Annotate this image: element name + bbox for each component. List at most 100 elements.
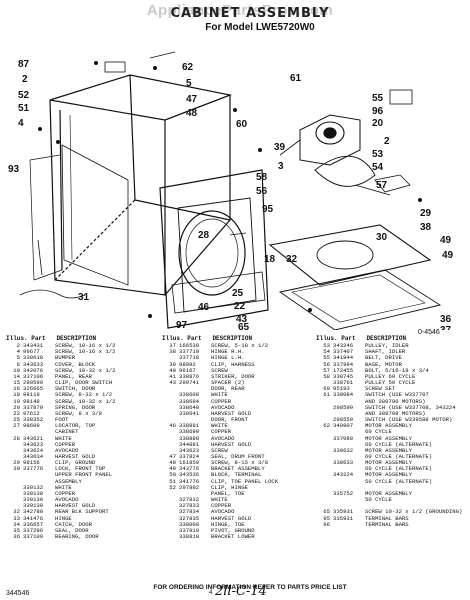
- part-description: PANEL, REAR: [55, 373, 92, 380]
- illus-number: 51: [169, 478, 176, 485]
- rear-panel: [61, 144, 129, 286]
- parts-row: 60 CYCLE (ALTERNATE): [316, 466, 466, 472]
- part-description: MOTOR ASSEMBLY: [365, 435, 412, 442]
- part-number: 337109: [23, 534, 44, 540]
- part-number: 298559: [333, 417, 354, 424]
- part-description: REAR BLK SUPPORT: [55, 509, 109, 516]
- part-description: COPPER: [211, 398, 232, 405]
- callout-43: 43: [236, 314, 248, 325]
- part-number: 327835: [179, 515, 200, 522]
- illus-number: 6: [16, 361, 20, 368]
- part-description: CABINET: [55, 429, 79, 436]
- parts-row: AND 380790 MOTORS): [316, 399, 466, 405]
- illus-number: 65: [323, 509, 330, 516]
- callout-46: 46: [198, 302, 210, 313]
- callout-2b: 2: [384, 136, 390, 147]
- part-number: 338633: [333, 460, 354, 467]
- part-description: SCREW, 10-16 x 1/2: [55, 349, 116, 356]
- callout-55: 55: [372, 93, 384, 104]
- part-description: SCREW: [211, 367, 228, 374]
- part-description: DOOR, FRONT: [211, 417, 248, 424]
- part-number: 327833: [179, 503, 200, 510]
- part-description: MOTOR ASSEMBLY: [365, 447, 412, 454]
- callout-60: 60: [236, 119, 248, 130]
- part-description: SWITCH (USE W339588 MOTOR): [365, 417, 453, 424]
- watermark: AppliancePartsPros.com: [146, 2, 334, 19]
- part-description: COPPER: [211, 429, 232, 436]
- part-description: SCREW, 8-32 x 1/2: [55, 392, 113, 399]
- part-number: 337776: [23, 466, 44, 473]
- illus-number: 27: [13, 423, 20, 430]
- part-number: 343634: [23, 453, 44, 460]
- parts-row: 50 CYCLE: [316, 497, 466, 503]
- part-number: 161859: [179, 460, 200, 467]
- part-number: 338008: [179, 521, 200, 528]
- part-description: PANEL, TOE: [211, 490, 245, 497]
- part-number: 341776: [179, 478, 200, 485]
- ordering-footer: FOR ORDERING INFORMATION REFER TO PARTS …: [153, 584, 347, 591]
- illus-number: 34: [13, 521, 20, 528]
- illus-number: 60: [323, 386, 330, 393]
- part-number: 338745: [333, 373, 354, 380]
- illus-number: 49: [169, 466, 176, 473]
- part-description: COPPER: [55, 490, 76, 497]
- part-number: 343431: [23, 343, 44, 350]
- illus-number: 36: [13, 534, 20, 540]
- part-number: 337819: [179, 527, 200, 534]
- illus-number: 58: [323, 373, 330, 380]
- part-description: COVER, BLOCK: [55, 361, 96, 368]
- part-number: 327834: [179, 509, 200, 516]
- part-number: 172455: [333, 367, 354, 374]
- part-description: BRACKET ASSEMBLY: [211, 466, 265, 473]
- part-description: SCREW, 10-32 x 1/2: [55, 367, 116, 374]
- callout-93: 93: [8, 164, 20, 175]
- callout-22: 22: [234, 301, 246, 312]
- part-number: 339138: [23, 490, 44, 497]
- part-description: SPRING, DOOR: [55, 404, 96, 411]
- part-description: LOCK, FRONT TOP: [55, 466, 106, 473]
- illus-number: 48: [169, 460, 176, 467]
- part-description: HARVEST GOLD: [55, 453, 96, 460]
- callout-49b: 49: [442, 250, 454, 261]
- illus-number: 4: [16, 349, 20, 356]
- part-description: CLIP, GROUND: [55, 460, 96, 467]
- part-number: 339632: [333, 447, 354, 454]
- callout-36: 36: [440, 314, 452, 325]
- illus-number: 41: [169, 373, 176, 380]
- part-description: SCREW: [211, 447, 228, 454]
- part-number: 338352: [23, 417, 44, 424]
- part-number: 97612: [23, 410, 40, 417]
- part-description: SCREW, 5-18 x 1/2: [211, 343, 269, 350]
- part-description: CATCH, DOOR: [55, 521, 92, 528]
- part-description: 60 CYCLE: [365, 429, 392, 436]
- illus-number: 50: [169, 472, 176, 479]
- part-description: MOTOR ASSEMBLY: [365, 472, 412, 479]
- part-description: WHITE: [55, 484, 72, 491]
- callout-52: 52: [18, 90, 30, 101]
- illus-number: 22: [13, 410, 20, 417]
- callout-2: 2: [22, 74, 28, 85]
- illus-number: 35: [13, 527, 20, 534]
